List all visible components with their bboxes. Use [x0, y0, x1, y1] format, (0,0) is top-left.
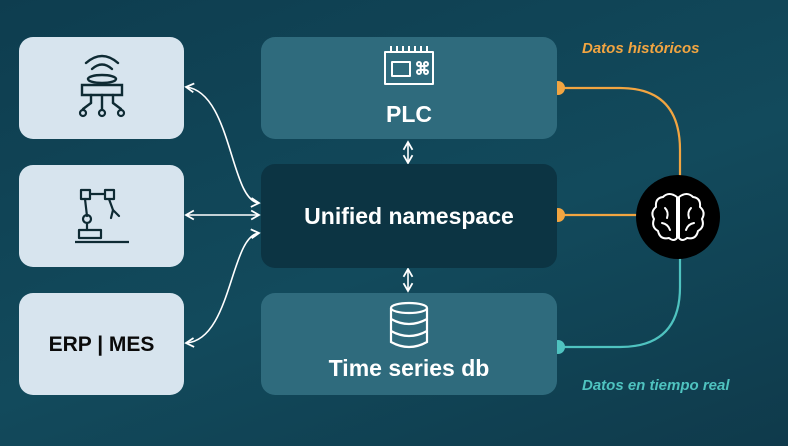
robot-arm-icon	[75, 188, 129, 244]
erp-mes-box: ERP | MES	[19, 293, 184, 395]
line-timeseries-to-brain	[558, 258, 682, 349]
unified-namespace-box: Unified namespace	[261, 164, 557, 268]
unified-namespace-label: Unified namespace	[304, 203, 514, 229]
robot-box	[19, 165, 184, 267]
erp-mes-label: ERP | MES	[48, 333, 155, 356]
sensor-box	[19, 37, 184, 139]
time-series-box: Time series db	[261, 293, 557, 395]
plc-module-icon	[384, 46, 434, 85]
plc-box: PLC	[261, 37, 557, 139]
historical-data-label: Datos históricos	[582, 40, 700, 57]
brain-icon	[636, 175, 720, 259]
line-plc-to-brain	[558, 86, 682, 176]
time-series-label: Time series db	[328, 355, 490, 381]
database-icon	[389, 301, 429, 349]
arrow-sensor-to-namespace	[184, 82, 261, 208]
realtime-data-label: Datos en tiempo real	[582, 377, 730, 394]
plc-label: PLC	[386, 101, 432, 127]
wireless-device-icon	[78, 54, 126, 118]
arrow-erp-to-namespace	[184, 228, 261, 348]
